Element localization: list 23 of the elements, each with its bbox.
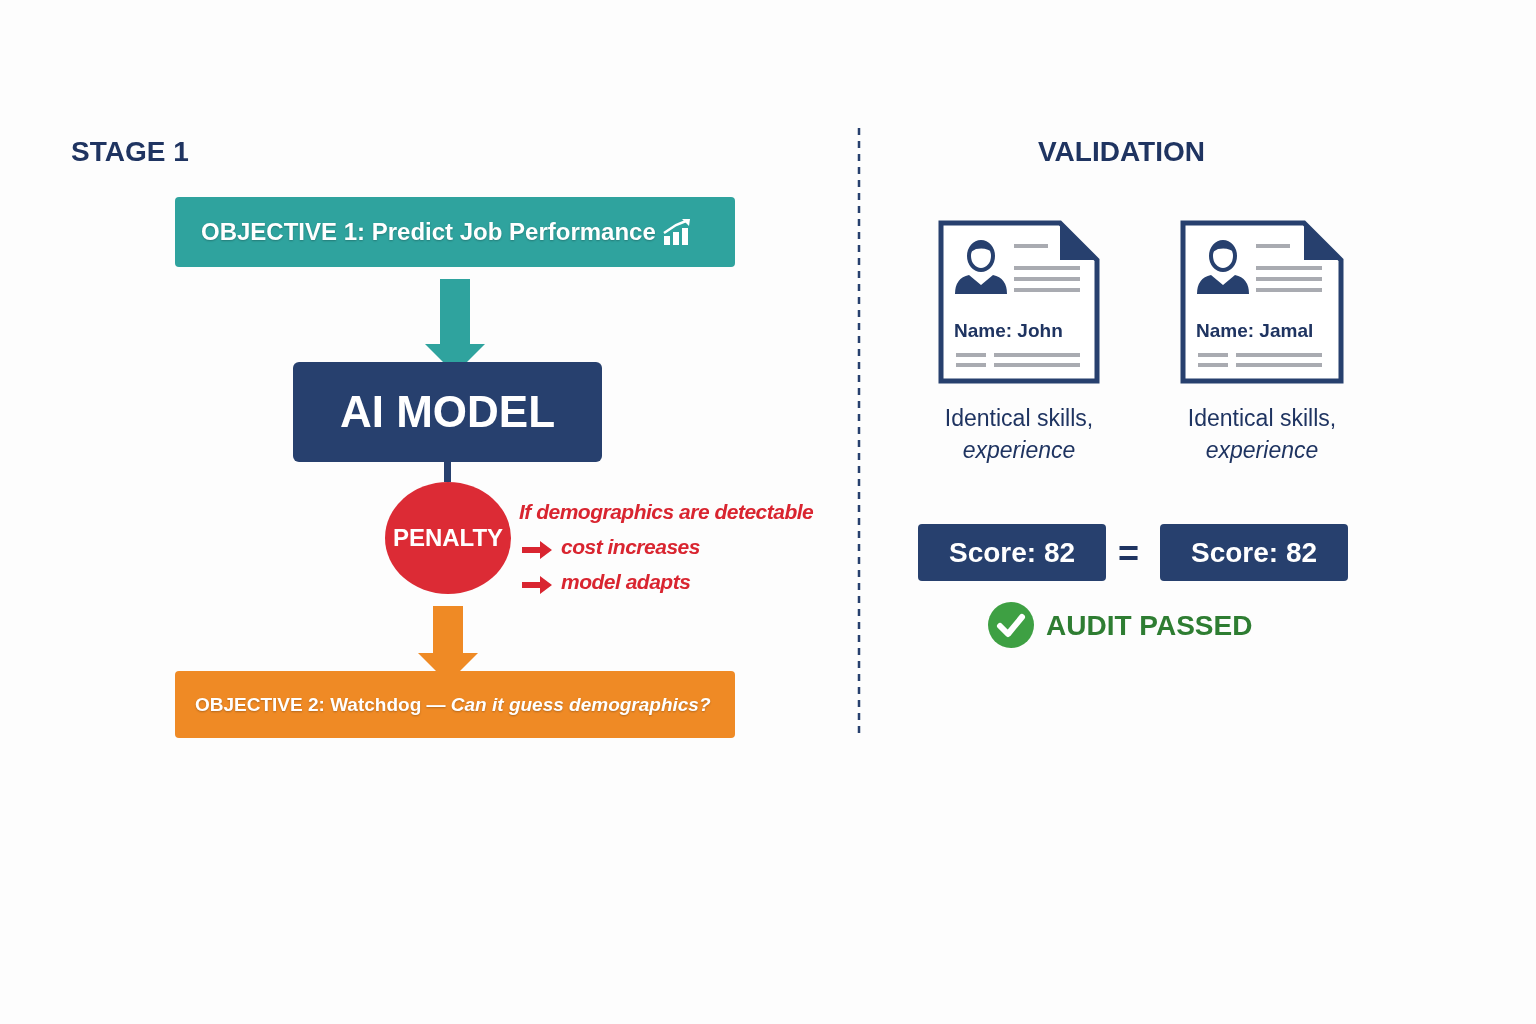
description-text: Identical skills, experience [1186, 404, 1338, 465]
consequence-text: model adapts [561, 570, 691, 594]
score-text: Score: 82 [1190, 536, 1318, 569]
condition-text: If demographics are detectable [519, 500, 814, 524]
model-text: AI MODEL [339, 387, 556, 437]
validation-heading: VALIDATION [1038, 136, 1205, 168]
penalty-text: PENALTY [392, 524, 504, 552]
description-text: Identical skills, experience [943, 404, 1095, 465]
equals-sign: = [1118, 533, 1140, 575]
score-text: Score: 82 [948, 536, 1076, 569]
name-text: Name: John [954, 320, 1063, 342]
objective-box [175, 671, 735, 738]
consequence-text: cost increases [561, 535, 700, 559]
objective-text: OBJECTIVE 1: Predict Job Performance [201, 218, 656, 246]
model-box [293, 362, 602, 462]
connector-line [444, 462, 451, 482]
objective-box [175, 197, 735, 267]
stage-heading: STAGE 1 [71, 136, 189, 168]
score-box [918, 524, 1106, 581]
audit-result: AUDIT PASSED [1046, 610, 1253, 642]
name-text: Name: Jamal [1196, 320, 1314, 342]
objective-text: OBJECTIVE 2: Watchdog — Can it guess demographics? [195, 693, 711, 716]
score-box [1160, 524, 1348, 581]
